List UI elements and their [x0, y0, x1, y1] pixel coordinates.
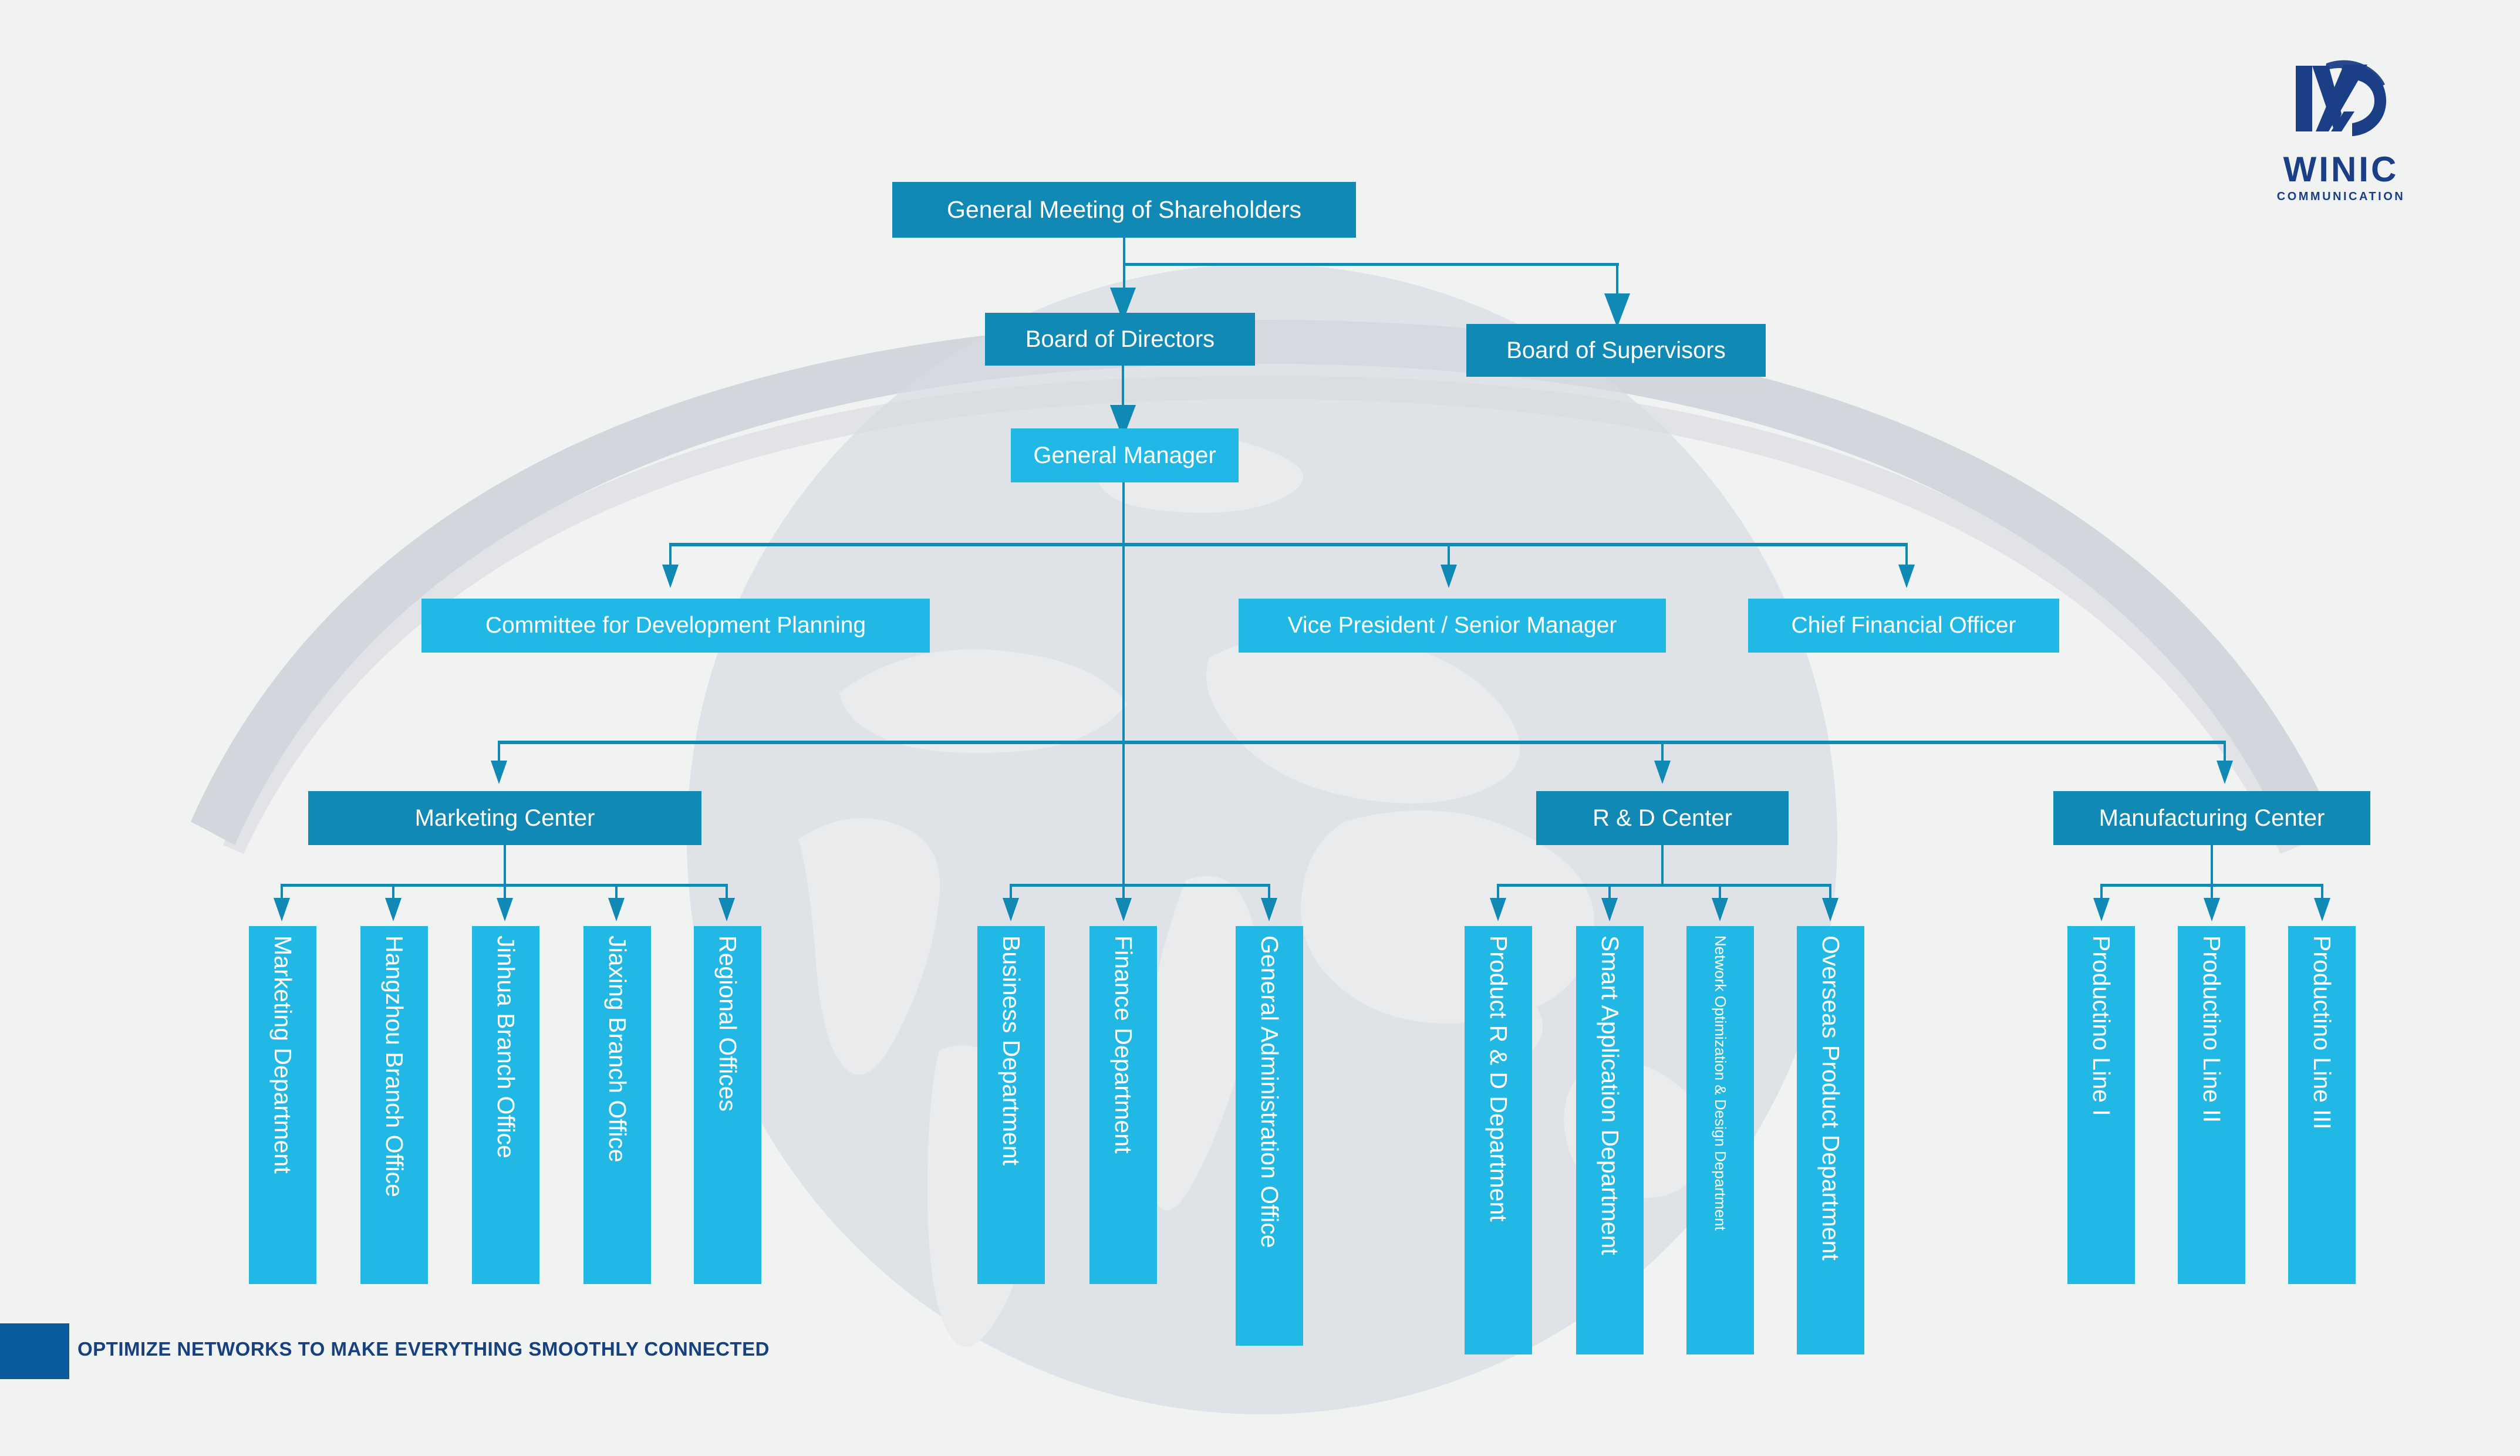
- node-production-line-1[interactable]: Productino Line I: [2067, 926, 2135, 1284]
- footer-accent-block: [0, 1323, 69, 1379]
- node-label: Board of Directors: [1025, 326, 1215, 352]
- node-label: Jinhua Branch Office: [492, 935, 520, 1158]
- node-production-line-3[interactable]: Productino Line III: [2288, 926, 2356, 1284]
- arrow-to-finance-department: [1115, 898, 1132, 921]
- connector-directors-to-gm: [1122, 366, 1124, 413]
- node-label: Committee for Development Planning: [485, 612, 866, 638]
- arrow-to-jiaxing-branch-office: [608, 898, 625, 921]
- node-marketing-department[interactable]: Marketing Department: [249, 926, 316, 1284]
- arrow-to-production-line-3: [2314, 898, 2330, 921]
- arrow-to-marketing-center: [491, 761, 507, 784]
- arrow-to-overseas-product-department: [1822, 898, 1838, 921]
- node-vice-president-senior-manager[interactable]: Vice President / Senior Manager: [1239, 599, 1666, 653]
- node-jiaxing-branch-office[interactable]: Jiaxing Branch Office: [583, 926, 651, 1284]
- arrow-to-manufacturing-center: [2217, 761, 2233, 784]
- node-board-of-supervisors[interactable]: Board of Supervisors: [1466, 324, 1766, 377]
- arrow-to-jinhua-branch-office: [497, 898, 513, 921]
- arrow-to-regional-offices: [718, 898, 735, 921]
- arrow-to-smart-application-department: [1601, 898, 1618, 921]
- node-jinhua-branch-office[interactable]: Jinhua Branch Office: [472, 926, 539, 1284]
- arrow-to-cfo: [1898, 565, 1915, 588]
- arrow-to-board-of-supervisors: [1604, 293, 1630, 327]
- logo-wordmark: WINIC: [2283, 150, 2399, 189]
- node-label: Productino Line II: [2198, 935, 2226, 1123]
- connector-l4-rd-drop: [1661, 741, 1664, 764]
- node-label: Product R & D Department: [1485, 935, 1513, 1222]
- node-label: General Meeting of Shareholders: [947, 195, 1301, 223]
- arrow-to-network-optimization-department: [1712, 898, 1728, 921]
- node-label: Finance Department: [1110, 935, 1138, 1154]
- arrow-to-rd-center: [1654, 761, 1671, 784]
- connector-rd-bar: [1497, 884, 1831, 887]
- node-general-manager[interactable]: General Manager: [1011, 428, 1239, 482]
- arrow-to-marketing-department: [274, 898, 290, 921]
- connector-l3-left-drop: [669, 543, 672, 569]
- connector-shareholders-bar: [1123, 263, 1619, 266]
- arrow-to-hangzhou-branch-office: [385, 898, 402, 921]
- node-label: Chief Financial Officer: [1791, 612, 2016, 638]
- node-label: Vice President / Senior Manager: [1287, 612, 1617, 638]
- node-label: Marketing Department: [269, 935, 297, 1174]
- node-label: Regional Offices: [714, 935, 742, 1112]
- node-board-of-directors[interactable]: Board of Directors: [985, 313, 1255, 366]
- node-production-line-2[interactable]: Productino Line II: [2178, 926, 2245, 1284]
- arrow-to-vice-president: [1441, 565, 1457, 588]
- node-regional-offices[interactable]: Regional Offices: [694, 926, 761, 1284]
- node-manufacturing-center[interactable]: Manufacturing Center: [2053, 791, 2370, 845]
- brand-logo: WINIC COMMUNICATION: [2259, 59, 2423, 202]
- connector-level3-bar: [669, 543, 1908, 546]
- node-committee-for-development-planning[interactable]: Committee for Development Planning: [421, 599, 930, 653]
- footer-tagline: OPTIMIZE NETWORKS TO MAKE EVERYTHING SMO…: [77, 1338, 770, 1360]
- node-label: Network Optimization & Design Department: [1712, 935, 1730, 1231]
- node-chief-financial-officer[interactable]: Chief Financial Officer: [1748, 599, 2059, 653]
- arrow-to-business-department: [1003, 898, 1019, 921]
- node-overseas-product-department[interactable]: Overseas Product Department: [1797, 926, 1864, 1354]
- node-hangzhou-branch-office[interactable]: Hangzhou Branch Office: [360, 926, 428, 1284]
- node-product-rd-department[interactable]: Product R & D Department: [1465, 926, 1532, 1354]
- node-label: Business Department: [998, 935, 1025, 1166]
- connector-l4-right-drop: [2224, 741, 2226, 764]
- connector-gm-main-stem: [1122, 482, 1125, 893]
- logo-tagline: COMMUNICATION: [2276, 190, 2406, 203]
- node-label: Hangzhou Branch Office: [381, 935, 409, 1197]
- node-business-department[interactable]: Business Department: [977, 926, 1045, 1284]
- node-network-optimization-design-department[interactable]: Network Optimization & Design Department: [1686, 926, 1754, 1354]
- connector-center-bar: [1010, 884, 1270, 887]
- arrow-to-committee: [662, 565, 679, 588]
- node-smart-application-department[interactable]: Smart Application Department: [1576, 926, 1644, 1354]
- node-marketing-center[interactable]: Marketing Center: [308, 791, 701, 845]
- node-general-meeting-of-shareholders[interactable]: General Meeting of Shareholders: [892, 182, 1356, 238]
- connector-l3-mid-drop: [1448, 543, 1450, 569]
- connector-l3-right-drop: [1905, 543, 1908, 569]
- connector-l4-left-drop: [498, 741, 500, 764]
- arrow-to-production-line-1: [2093, 898, 2110, 921]
- connector-level4-bar: [498, 741, 2226, 744]
- connector-shareholders-stem: [1123, 238, 1125, 288]
- node-label: Jiaxing Branch Office: [604, 935, 632, 1163]
- node-label: Marketing Center: [414, 805, 595, 831]
- node-label: Manufacturing Center: [2099, 805, 2325, 831]
- connector-rd-stem: [1661, 845, 1664, 886]
- node-label: Board of Supervisors: [1506, 337, 1726, 363]
- node-label: R & D Center: [1593, 805, 1732, 831]
- connector-mf-stem: [2211, 845, 2213, 886]
- node-rd-center[interactable]: R & D Center: [1536, 791, 1789, 845]
- arrow-to-product-rd-department: [1490, 898, 1506, 921]
- node-label: Smart Application Department: [1597, 935, 1624, 1255]
- node-label: General Administration Office: [1256, 935, 1284, 1248]
- node-label: Productino Line III: [2309, 935, 2336, 1130]
- arrow-to-production-line-2: [2204, 898, 2220, 921]
- node-general-administration-office[interactable]: General Administration Office: [1236, 926, 1303, 1346]
- node-label: Overseas Product Department: [1817, 935, 1845, 1261]
- node-label: General Manager: [1033, 442, 1216, 468]
- arrow-to-general-administration-office: [1261, 898, 1277, 921]
- winic-w-d-monogram-icon: [2296, 60, 2386, 136]
- node-label: Productino Line I: [2088, 935, 2116, 1116]
- connector-marketing-stem: [504, 845, 506, 886]
- connector-supervisors-drop: [1616, 266, 1618, 295]
- node-finance-department[interactable]: Finance Department: [1089, 926, 1157, 1284]
